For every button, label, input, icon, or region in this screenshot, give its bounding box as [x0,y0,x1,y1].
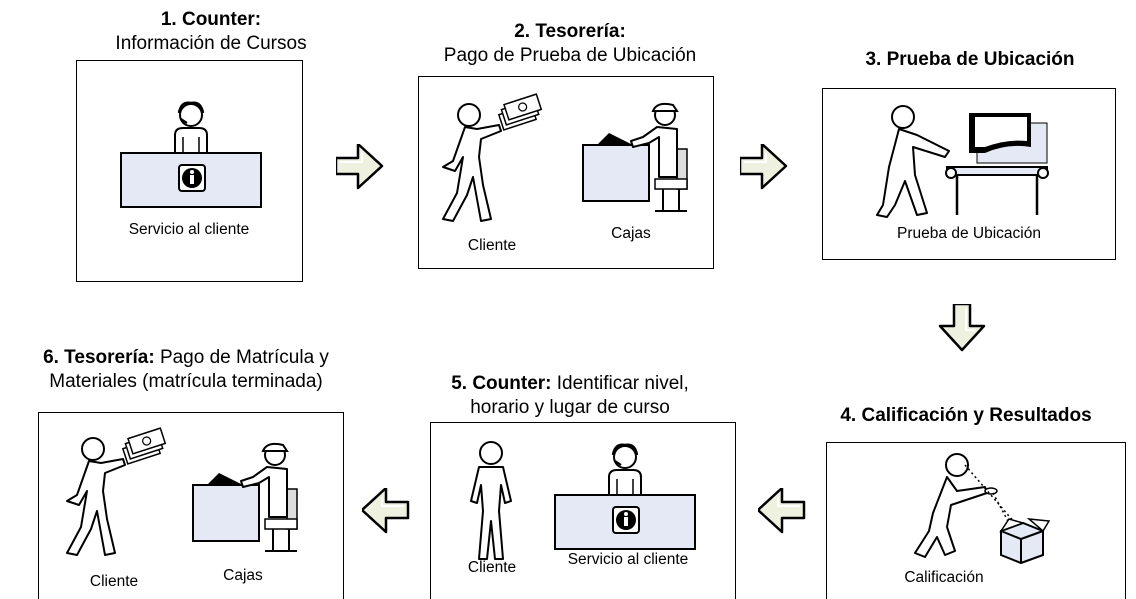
step-1-title: 1. Counter: Información de Cursos [76,8,346,56]
step-6-box: Cliente Cajas [38,412,344,599]
arrow-right-icon [740,144,788,190]
cashier-icon [582,102,688,212]
step-5-title: 5. Counter: Identificar nivel, horario y… [420,372,720,420]
client-with-money-icon [66,427,169,556]
step-5-box: Cliente Servicio al cliente [430,422,736,599]
arrow-left-icon [758,488,806,534]
step-6-subtitle-line2: Materiales (matrícula terminada) [49,371,323,392]
step-3-title: 3. Prueba de Ubicación [820,48,1120,72]
step-3-box: Prueba de Ubicación [822,88,1116,260]
step-5-label-service: Servicio al cliente [567,551,689,568]
step-1-label: Servicio al cliente [128,221,250,238]
receptionist-icon [553,443,697,551]
step-3-number: 3. Prueba de Ubicación [865,49,1075,70]
step-1-box: Servicio al cliente [76,60,303,282]
step-2-box: Cliente Cajas [418,76,714,269]
arrow-left-icon [362,488,410,534]
step-4-number: 4. Calificación y Resultados [840,405,1092,426]
step-1-subtitle: Información de Cursos [115,33,307,54]
step-4-title: 4. Calificación y Resultados [796,404,1136,428]
step-5-subtitle: Identificar nivel, [556,373,689,394]
cashier-icon [192,442,298,552]
client-with-money-icon [442,93,545,222]
arrow-right-icon [336,144,384,190]
step-2-label-client: Cliente [467,237,517,254]
person-with-box-icon [914,453,1051,565]
step-5-label-client: Cliente [467,559,517,576]
step-5-number: 5. Counter: [451,373,552,394]
step-2-subtitle: Pago de Prueba de Ubicación [443,45,697,66]
step-6-subtitle: Pago de Matrícula y [159,347,329,368]
receptionist-icon [119,101,263,209]
step-3-label: Prueba de Ubicación [897,225,1041,242]
step-1-number: 1. Counter: [160,9,262,30]
step-4-label: Calificación [904,569,984,586]
person-at-computer-icon [876,105,1049,218]
step-6-label-client: Cliente [89,573,139,590]
step-2-number: 2. Tesorería: [514,21,626,42]
step-2-label-cashier: Cajas [611,225,651,242]
step-6-number: 6. Tesorería: [43,347,155,368]
step-6-title: 6. Tesorería: Pago de Matrícula y Materi… [6,346,366,394]
arrow-down-icon [938,304,986,352]
step-4-box: Calificación [826,442,1126,599]
step-2-title: 2. Tesorería: Pago de Prueba de Ubicació… [400,20,740,68]
step-5-subtitle-line2: horario y lugar de curso [470,397,670,418]
standing-client-icon [470,441,512,560]
step-6-label-cashier: Cajas [223,567,263,584]
